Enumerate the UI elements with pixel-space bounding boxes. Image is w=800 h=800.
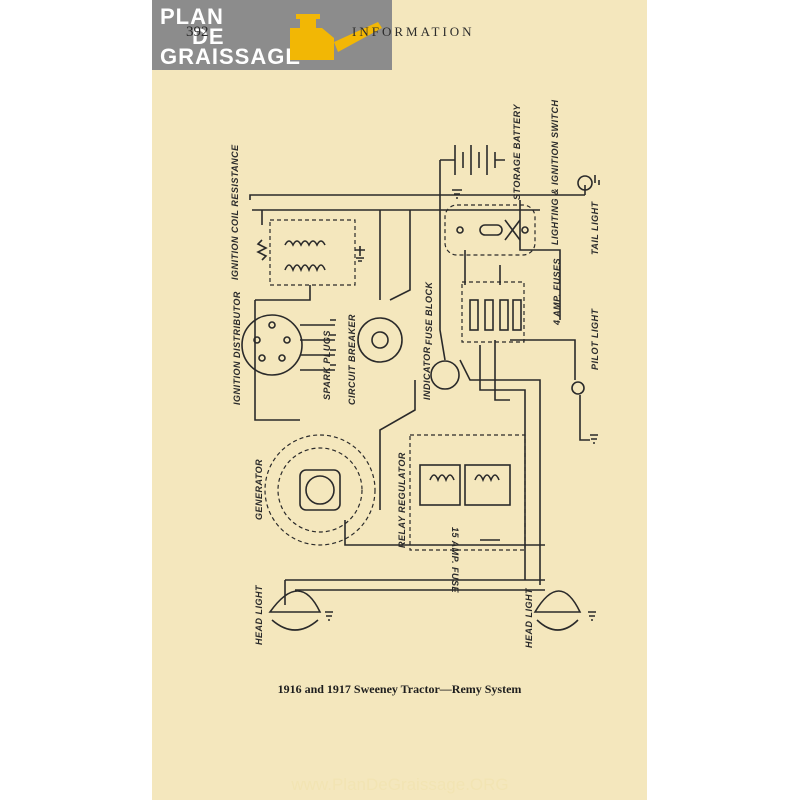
circuit-breaker [357,317,403,363]
label-spark-plugs: SPARK PLUGS [322,330,332,400]
label-storage-battery: STORAGE BATTERY [512,103,522,200]
pilot-light-lamp [571,381,585,395]
logo-text-graissage: GRAISSAGE [160,44,302,69]
logo-text-de: DE [192,24,225,49]
page-number: 392 [186,24,209,40]
label-head-light-left: HEAD LIGHT [254,584,264,645]
storage-battery [440,145,505,175]
label-pilot-light: PILOT LIGHT [590,308,600,370]
label-4-amp-fuses: 4 AMP. FUSES [552,258,562,326]
label-15-amp-fuse: 15 AMP. FUSE [450,527,460,594]
fuse-block [461,281,525,343]
ignition-distributor [241,314,336,376]
site-logo[interactable]: PLAN DE GRAISSAGE [152,0,392,70]
label-relay-regulator: RELAY REGULATOR [397,452,407,548]
label-generator: GENERATOR [254,459,264,520]
ignition-coil [256,219,365,286]
generator [264,434,376,546]
label-lighting-ignition-switch: LIGHTING & IGNITION SWITCH [550,100,560,246]
page-header: INFORMATION [352,24,475,39]
tail-light-lamp [577,175,593,191]
label-indicator: INDICATOR [422,346,432,400]
wiring-lines [249,160,590,605]
ground-symbols [325,175,600,621]
label-head-light-right: HEAD LIGHT [524,587,534,648]
label-ignition-coil-resistance: IGNITION COIL RESISTANCE [230,144,240,280]
head-light-right-lamp [533,590,582,631]
book-page [152,0,647,800]
label-tail-light: TAIL LIGHT [590,200,600,255]
head-light-left-lamp [268,590,322,631]
logo-text-plan: PLAN [160,4,224,29]
relay-regulator [409,434,526,551]
label-ignition-distributor: IGNITION DISTRIBUTOR [232,291,242,405]
label-circuit-breaker: CIRCUIT BREAKER [347,314,357,405]
oil-can-icon [290,14,382,60]
indicator [430,360,460,390]
figure-caption: 1916 and 1917 Sweeney Tractor—Remy Syste… [277,682,522,696]
lighting-ignition-switch [444,204,536,256]
label-fuse-block: FUSE BLOCK [424,280,434,345]
footer-url[interactable]: www.PlanDeGraissage.ORG [291,775,509,794]
